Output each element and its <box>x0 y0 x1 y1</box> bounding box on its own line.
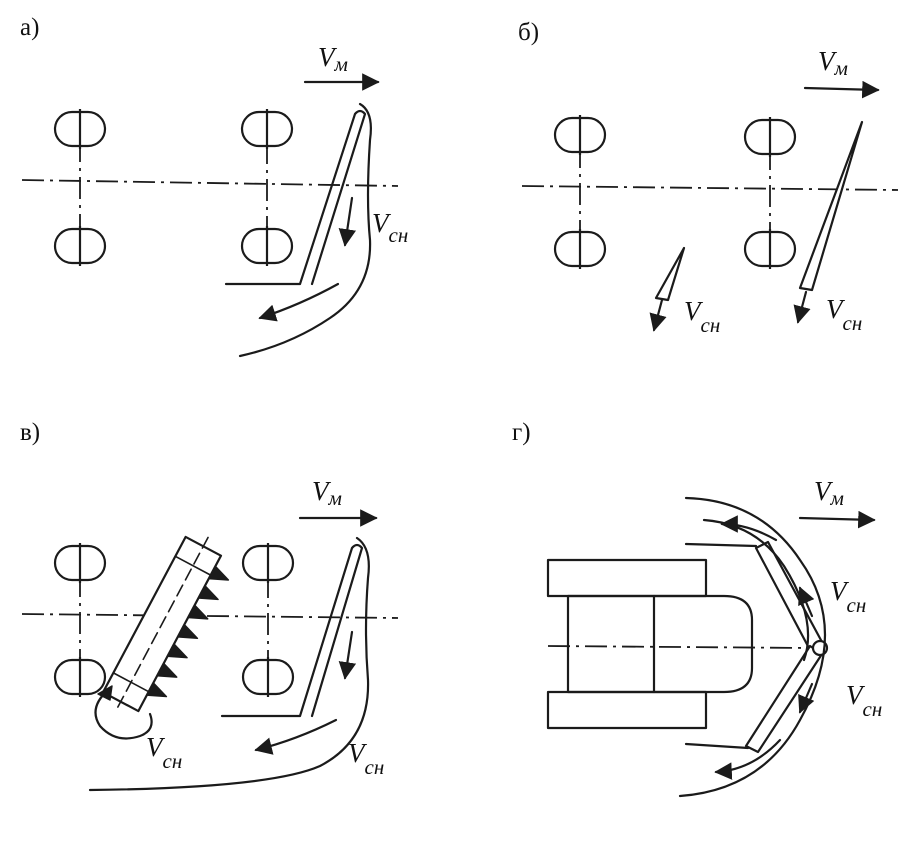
axis-line <box>521 185 899 191</box>
machine-speed-symbol: Vм <box>818 46 848 80</box>
snow-flow-arrow <box>798 586 815 618</box>
machine-speed-arrow <box>803 80 880 99</box>
tractor-body <box>566 594 754 694</box>
wheel-icon <box>553 113 607 157</box>
panel-b: б) Vм Vсн Vсн <box>518 19 899 337</box>
wheel-icon <box>743 115 797 159</box>
snow-flow-arrow <box>793 290 811 324</box>
wheel-icon <box>241 655 295 699</box>
machine-speed-symbol: Vм <box>318 42 348 76</box>
plow-blade <box>224 109 367 286</box>
snow-flow-arrow <box>649 298 667 332</box>
track-bottom <box>546 690 708 730</box>
panel-b-label: б) <box>518 19 539 46</box>
snow-flow-arrow <box>798 682 815 714</box>
panel-v: в) <box>20 419 399 792</box>
panel-g-label: г) <box>512 419 531 446</box>
snow-discharge-arrow <box>720 515 778 542</box>
snow-speed-symbol: Vсн <box>146 732 182 773</box>
wheel-icon <box>240 107 294 151</box>
snow-flow-arrow <box>338 630 357 680</box>
axis-line <box>547 645 813 649</box>
wheel-icon <box>53 541 107 585</box>
wheel-icon <box>53 224 107 268</box>
panel-v-label: в) <box>20 419 40 446</box>
wheel-icon <box>743 227 797 271</box>
panel-g: г) Vм Vсн Vсн <box>512 419 882 798</box>
panel-a-label: а) <box>20 14 39 41</box>
wedge-blade <box>798 120 864 292</box>
wedge-blade-small <box>654 246 686 302</box>
machine-speed-symbol: Vм <box>814 476 844 510</box>
snow-speed-symbol: Vсн <box>846 680 882 721</box>
snow-flow-arrow <box>338 196 357 247</box>
wheel-icon <box>240 224 294 268</box>
plow-blade <box>220 543 364 718</box>
wheel-icon <box>53 107 107 151</box>
wheel-icon <box>241 541 295 585</box>
machine-speed-symbol: Vм <box>312 476 342 510</box>
snow-speed-symbol: Vсн <box>826 294 862 335</box>
track-top <box>546 558 708 598</box>
snow-speed-symbol: Vсн <box>348 738 384 779</box>
axis-line <box>21 179 399 187</box>
panel-a: а) Vм Vсн <box>20 14 408 358</box>
snow-stream-outline <box>88 536 370 792</box>
v-plow-wing-top <box>754 540 824 652</box>
snow-speed-symbol: Vсн <box>684 296 720 337</box>
snow-discharge-arrow <box>254 718 338 755</box>
milling-drum <box>101 535 230 713</box>
snow-stream-outline <box>678 496 827 798</box>
snow-discharge-arrow <box>258 282 340 322</box>
drum-teeth <box>146 565 230 698</box>
snow-discharge-arrow <box>714 738 782 780</box>
snow-stream-outline <box>238 102 372 358</box>
wheel-icon <box>53 655 107 699</box>
axis-line <box>21 613 399 619</box>
wheel-icon <box>553 227 607 271</box>
snow-speed-symbol: Vсн <box>830 576 866 617</box>
snow-speed-symbol: Vсн <box>372 208 408 247</box>
drum-throw-loop <box>94 688 153 740</box>
machine-speed-arrow <box>798 510 876 529</box>
